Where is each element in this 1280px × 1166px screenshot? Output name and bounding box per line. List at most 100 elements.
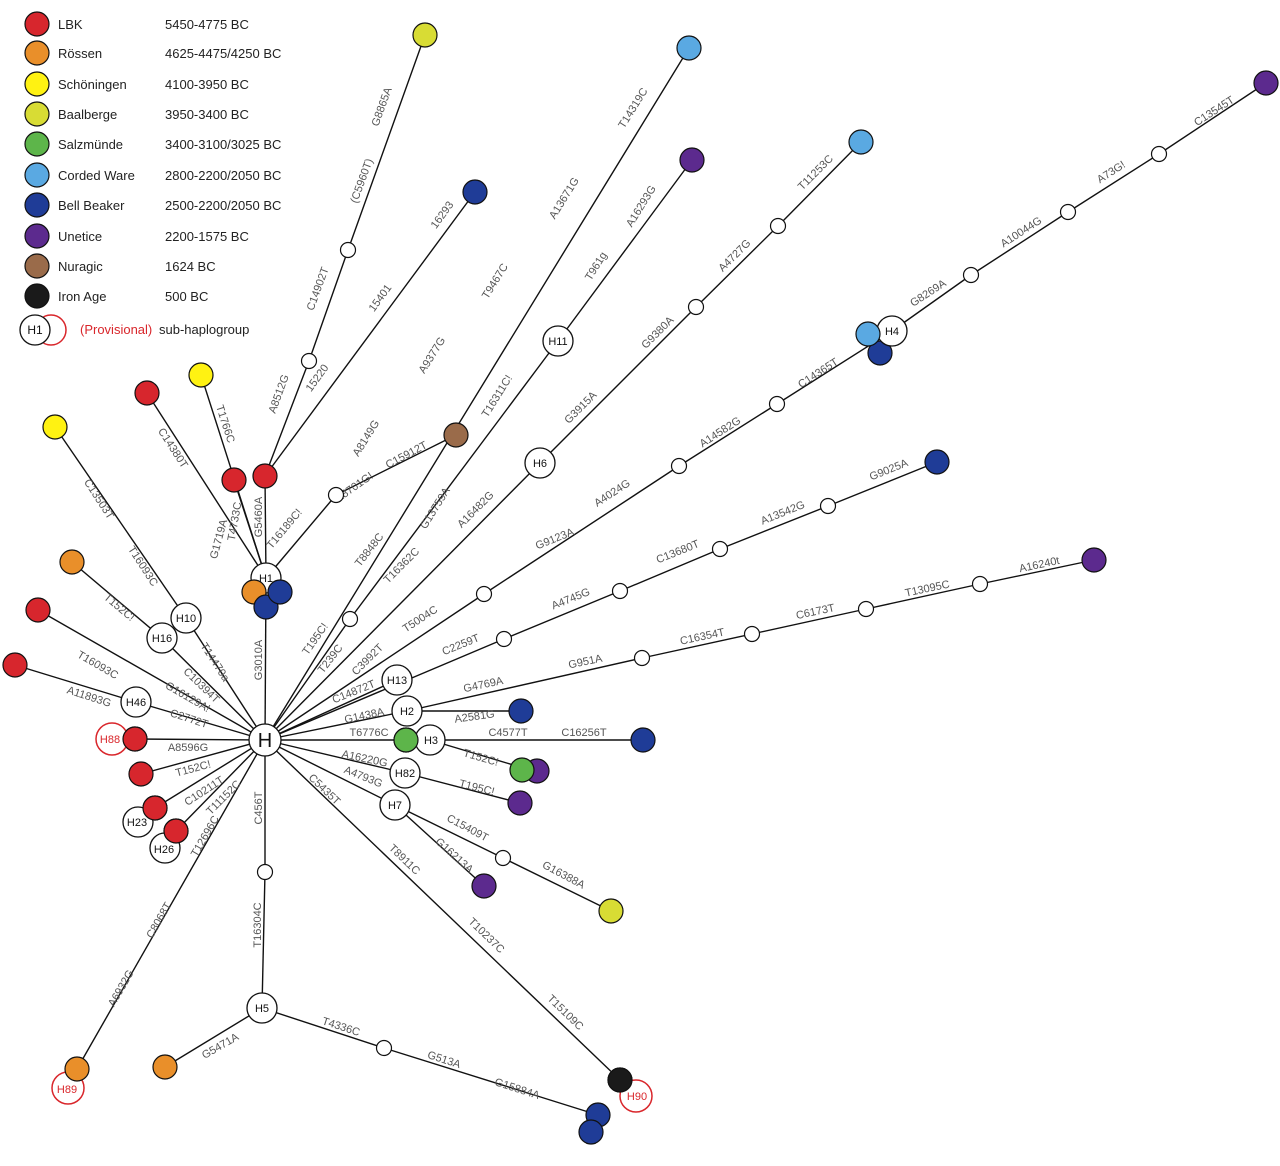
mutation-label: C13545T [1192,94,1237,129]
legend-swatch [24,283,50,309]
root-node [248,723,282,757]
subhaplogroup-label: H13 [387,675,407,687]
edge [503,590,621,640]
subhaplogroup-node [381,664,413,696]
mutation-label: G5471A [200,1031,242,1062]
legend-label: Baalberge [58,107,117,122]
mutation-label: G951A [567,652,604,671]
intermediate-node [256,863,274,881]
sample-bell-beaker [630,727,656,753]
intermediate-node [300,352,318,370]
legend-swatch [24,40,50,66]
legend-date: 3950-3400 BC [165,107,249,122]
provisional-label: H88 [100,734,120,746]
legend-date: 1624 BC [165,259,216,274]
sample-lbk [252,463,278,489]
edge [76,739,266,1070]
edge [347,34,426,251]
mutation-label: T16362C [382,546,423,587]
sample-unetice [471,873,497,899]
edge [146,392,267,579]
sample-baalberge [598,898,624,924]
legend-label: Bell Beaker [58,198,125,213]
intermediate-node [670,457,688,475]
intermediate-nodes [256,145,1168,1057]
intermediate-node [1059,203,1077,221]
intermediate-node [494,849,512,867]
edge [140,739,266,775]
sample-rossen [59,549,85,575]
legend-item: Schöningen 4100-3950 BC [24,71,249,97]
sample-corded-ware [676,35,702,61]
intermediate-node [743,625,761,643]
legend-hub-circle [19,314,51,346]
intermediate-node [971,575,989,593]
mutation-label: C2259T [440,632,481,658]
legend-key-text: sub-haplogroup [159,322,249,337]
intermediate-node [769,217,787,235]
edge [827,461,938,507]
mutation-label: C14902T [305,265,332,312]
edge [641,633,753,659]
subhaplogroup-label: H6 [533,458,547,470]
legend-swatch [24,192,50,218]
legend-label: Iron Age [58,289,106,304]
legend-swatch [24,131,50,157]
legend-key: H1 (Provisional) sub-haplogroup [19,314,249,346]
mutation-label: T5004C [401,604,440,635]
sample-bell-beaker [924,449,950,475]
legend-item: Salzmünde 3400-3100/3025 BC [24,131,281,157]
intermediate-node [687,298,705,316]
mutation-label: T14319C [616,86,650,131]
legend-item: Nuragic 1624 BC [24,253,216,279]
intermediate-node [375,1039,393,1057]
edge [502,857,612,912]
sample-salzmunde [393,727,419,753]
sample-lbk [25,597,51,623]
edge [134,738,266,741]
legend-item: LBK 5450-4775 BC [24,11,249,37]
mutation-label: T4336C [320,1015,361,1039]
edge [619,548,721,592]
mutation-label: 16293 [429,199,457,231]
mutation-label: (C5960T) [349,157,376,205]
h1-cluster: H1 [241,562,293,620]
mutation-label: A4793G [342,764,384,790]
mutation-label: T152C! [462,747,500,768]
provisional-label: H90 [627,1091,647,1103]
edge [37,609,266,741]
subhaplogroup-label: H10 [176,613,196,625]
sample-lbk [163,818,189,844]
subhaplogroup-label: H23 [127,817,147,829]
subhaplogroup-node [389,757,421,789]
edge [54,426,187,619]
legend-label: Rössen [58,46,102,61]
sample-bell-beaker [508,698,534,724]
mutation-label: G513A [426,1049,463,1071]
edge [185,617,266,741]
mutation-label: A14582G [698,415,744,450]
edge [383,1047,599,1116]
intermediate-node [819,497,837,515]
subhaplogroup-label: H46 [126,697,146,709]
subhaplogroup-label: H2 [400,706,414,718]
edge [719,505,829,550]
edge [404,772,521,804]
mutation-label: A8512G [267,373,292,415]
mutation-label: T9467C [480,262,511,302]
sample-baalberge [412,22,438,48]
edge [264,739,406,774]
legend-date: 500 BC [165,289,208,304]
legend-item: Bell Beaker 2500-2200/2050 BC [24,192,281,218]
mutation-label: G9123A [534,526,577,552]
edge [161,637,266,741]
mutation-label: 15401 [367,282,395,314]
edge [678,403,778,467]
mutation-label: A16482G [455,489,496,530]
edge [751,608,867,635]
edge [264,638,505,741]
mutation-label: C16256T [561,727,607,739]
provisional-hubs: H88 H89 H90 [51,722,653,1113]
sample-nuragic [443,422,469,448]
